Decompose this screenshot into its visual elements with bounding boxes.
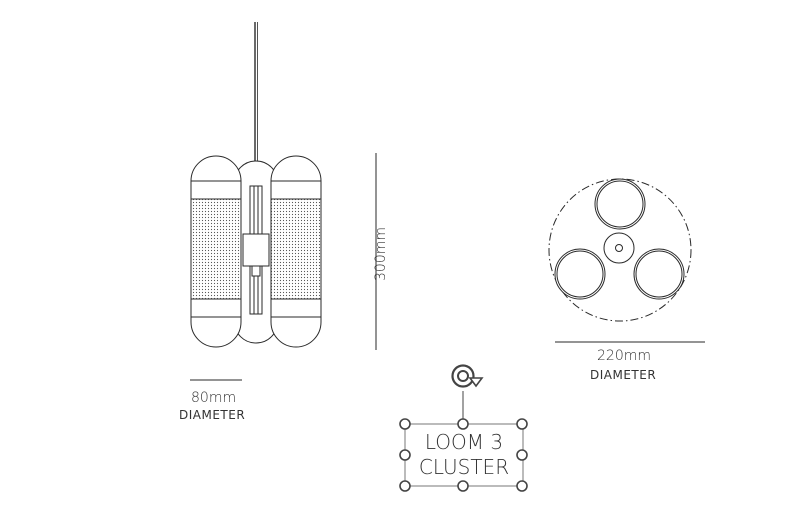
- plan-tube-top: [594, 178, 646, 230]
- right-mesh: [270, 198, 322, 300]
- plan-tube-left: [554, 248, 606, 300]
- product-name-line2: CLUSTER: [418, 455, 510, 479]
- handle-bottom-center[interactable]: [457, 480, 469, 492]
- span-value: 220mm: [597, 348, 651, 364]
- plan-tube-right: [633, 248, 685, 300]
- side-elevation: [190, 22, 322, 348]
- height-value: 300mm: [373, 227, 389, 281]
- plan-hub: [603, 232, 635, 264]
- width-caption: DIAMETER: [179, 408, 246, 422]
- handle-top-right[interactable]: [516, 418, 528, 430]
- handle-middle-right[interactable]: [516, 449, 528, 461]
- product-name-line1: LOOM 3: [424, 430, 504, 454]
- handle-bottom-right[interactable]: [516, 480, 528, 492]
- selection-frame[interactable]: [399, 364, 528, 492]
- left-mesh: [190, 198, 242, 300]
- central-hub: [242, 233, 270, 267]
- width-value: 80mm: [191, 390, 237, 406]
- handle-top-left[interactable]: [399, 418, 411, 430]
- overall-diameter-circle: [548, 178, 692, 322]
- rotate-handle-icon[interactable]: [451, 364, 484, 388]
- handle-top-center[interactable]: [457, 418, 469, 430]
- handle-middle-left[interactable]: [399, 449, 411, 461]
- span-caption: DIAMETER: [590, 368, 657, 382]
- handle-bottom-left[interactable]: [399, 480, 411, 492]
- plan-view: [548, 178, 692, 322]
- resize-handles[interactable]: [399, 418, 528, 492]
- product-name-textbox[interactable]: LOOM 3 CLUSTER: [405, 424, 523, 486]
